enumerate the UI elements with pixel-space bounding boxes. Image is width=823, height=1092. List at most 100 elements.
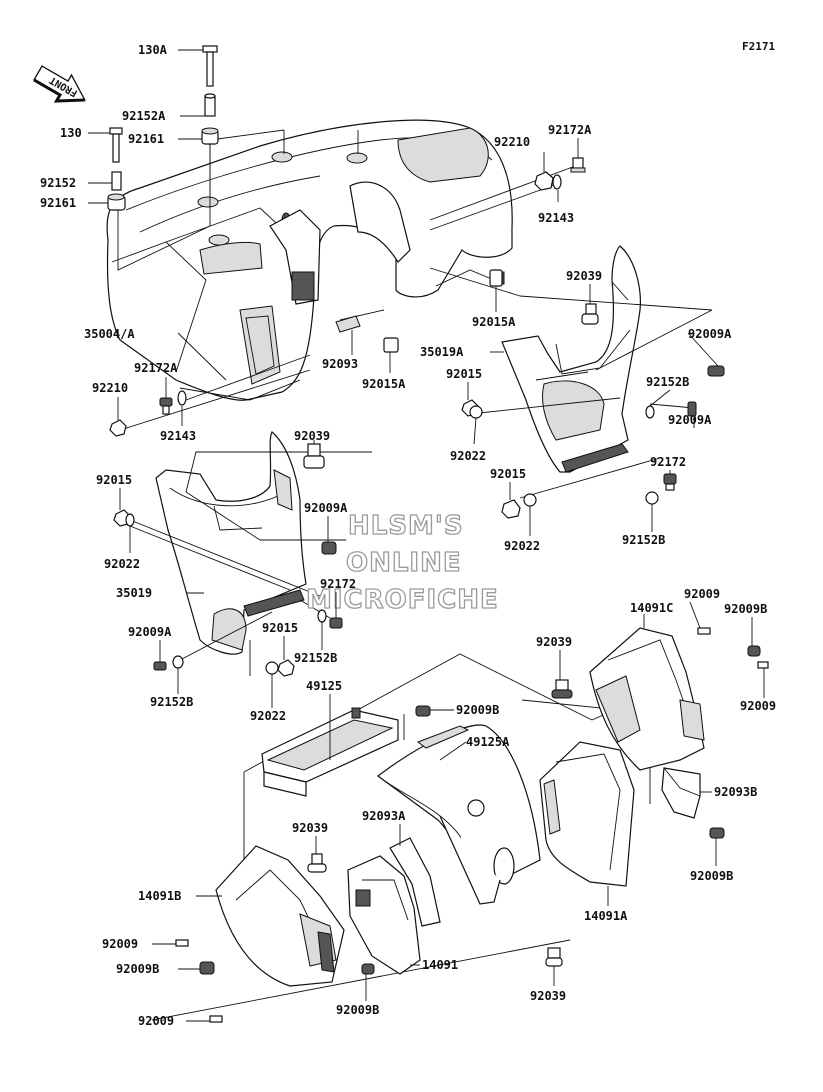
callout-92093: 92093 — [322, 357, 358, 371]
callout-92009b-r1: 92009B — [724, 602, 767, 616]
screw-92009b-r2 — [709, 827, 725, 839]
callout-92015-right2: 92015 — [490, 467, 526, 481]
callout-92039-c: 92039 — [536, 635, 572, 649]
screw-92009a-mid — [321, 541, 337, 555]
callout-35019a: 35019A — [420, 345, 464, 359]
callout-35019: 35019 — [116, 586, 152, 600]
callout-92009-l2: 92009 — [138, 1014, 174, 1028]
callout-92009a-right: 92009A — [668, 413, 712, 427]
callout-14091c: 14091C — [630, 601, 673, 615]
grommet-92039-b — [303, 443, 325, 469]
screw-92009b-r1 — [747, 645, 761, 657]
callout-92143-left: 92143 — [160, 429, 196, 443]
screw-92172-left — [329, 617, 343, 629]
nut-92210-top — [534, 171, 554, 191]
collar-92152 — [111, 171, 122, 191]
svg-text:HLSM'S: HLSM'S — [348, 511, 464, 541]
nut-92015-left2 — [277, 659, 295, 677]
callout-92152b-left: 92152B — [150, 695, 193, 709]
svg-text:MICROFICHE: MICROFICHE — [306, 585, 499, 615]
screw-92009b-mid — [415, 705, 431, 717]
screw-92009b-l2 — [361, 963, 375, 975]
grommet-92039-c — [551, 679, 573, 699]
callout-92022-left: 92022 — [104, 557, 140, 571]
callout-92009-r2: 92009 — [740, 699, 776, 713]
callout-92172-right: 92172 — [650, 455, 686, 469]
callout-92161: 92161 — [40, 196, 76, 210]
callout-92009-l1: 92009 — [102, 937, 138, 951]
callout-92210-top: 92210 — [494, 135, 530, 149]
washer-92022-right2 — [523, 493, 537, 507]
bushing-92161-top — [201, 127, 219, 145]
right-flap-assembly-lines — [429, 267, 713, 499]
cover-14091c — [589, 627, 705, 771]
rear-fender — [106, 119, 513, 401]
callout-14091b: 14091B — [138, 889, 181, 903]
callout-92009b-mid: 92009B — [456, 703, 499, 717]
callout-92152b-right: 92152B — [646, 375, 689, 389]
screw-92009-r1 — [697, 627, 711, 635]
callout-92015a-top: 92015A — [472, 315, 516, 329]
nut-92210-left — [109, 419, 127, 437]
screw-92009-l1 — [175, 939, 189, 947]
collar-92152b-right — [645, 405, 655, 419]
callout-92172a-top: 92172A — [548, 123, 592, 137]
svg-text:ONLINE: ONLINE — [346, 548, 462, 578]
callout-labels: 130A 92152A 130 92161 92152 92161 92210 … — [40, 43, 776, 1028]
screw-92009a-right — [687, 401, 697, 417]
bolt-130a — [202, 45, 218, 87]
screw-92009a-top — [707, 365, 725, 377]
callout-49125: 49125 — [306, 679, 342, 693]
washer-92022-left2 — [265, 661, 279, 675]
callout-14091a: 14091A — [584, 909, 628, 923]
grommet-92039-a — [581, 303, 599, 325]
callout-92009a-mid: 92009A — [304, 501, 348, 515]
callout-92022-right2: 92022 — [504, 539, 540, 553]
strip-92093a — [389, 837, 441, 927]
callout-92009b-l1: 92009B — [116, 962, 159, 976]
nut-92015-right2 — [501, 499, 521, 519]
callout-92172a-left: 92172A — [134, 361, 178, 375]
mud-flap-right — [501, 245, 641, 473]
strip-92093b — [661, 767, 701, 819]
callout-92039-d: 92039 — [292, 821, 328, 835]
cover-49125a — [376, 724, 541, 905]
callout-92039-b: 92039 — [294, 429, 330, 443]
callout-92093b: 92093B — [714, 785, 757, 799]
callout-92015-left: 92015 — [96, 473, 132, 487]
nut-92172a-top — [570, 157, 586, 173]
bushing-92161 — [107, 193, 126, 211]
watermark: HLSM'S ONLINE MICROFICHE — [305, 510, 499, 615]
leader-lines — [88, 49, 765, 1022]
bolt-130 — [109, 127, 123, 163]
callout-92022-left2: 92022 — [250, 709, 286, 723]
clip-92093 — [335, 315, 361, 333]
collar-92152b-right2 — [645, 491, 659, 505]
figure-id: F2171 — [742, 40, 775, 53]
screw-92009-l2 — [209, 1015, 223, 1023]
grommet-92039-d — [307, 853, 327, 873]
callout-92022-right: 92022 — [450, 449, 486, 463]
callout-130a: 130A — [138, 43, 168, 57]
mud-flap-left — [155, 431, 307, 655]
callout-92009a-top: 92009A — [688, 327, 732, 341]
washer-92022-right — [469, 405, 483, 419]
screw-92009-r2 — [757, 661, 769, 669]
callout-92009b-r2: 92009B — [690, 869, 733, 883]
washer-92143-top — [552, 174, 562, 190]
cover-14091b — [215, 845, 345, 987]
cover-14091a — [539, 741, 635, 887]
callout-130: 130 — [60, 126, 82, 140]
front-arrow-icon: FRONT — [33, 65, 86, 103]
screw-92172a-left — [159, 397, 173, 415]
screw-92009a-left — [153, 661, 167, 671]
callout-92039-e: 92039 — [530, 989, 566, 1003]
callout-92093a: 92093A — [362, 809, 406, 823]
callout-92015a-mid: 92015A — [362, 377, 406, 391]
collar-92152a — [204, 93, 216, 117]
callout-92009-r1: 92009 — [684, 587, 720, 601]
callout-92152a: 92152A — [122, 109, 166, 123]
grommet-92039-e — [545, 947, 563, 967]
callout-92152b-right2: 92152B — [622, 533, 665, 547]
